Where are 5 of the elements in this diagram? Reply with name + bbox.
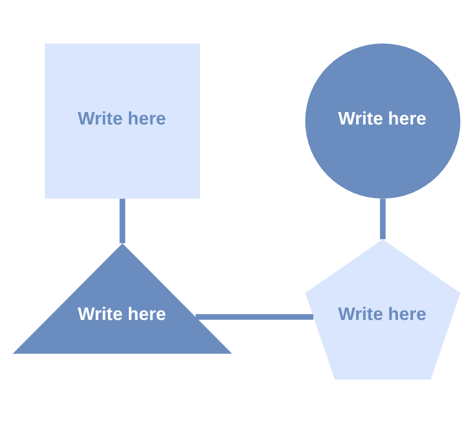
- node-box: Write here: [44, 43, 200, 198]
- connector: [380, 198, 386, 239]
- node-circle: Write here: [305, 43, 460, 198]
- connector: [120, 198, 126, 243]
- connector: [196, 314, 314, 320]
